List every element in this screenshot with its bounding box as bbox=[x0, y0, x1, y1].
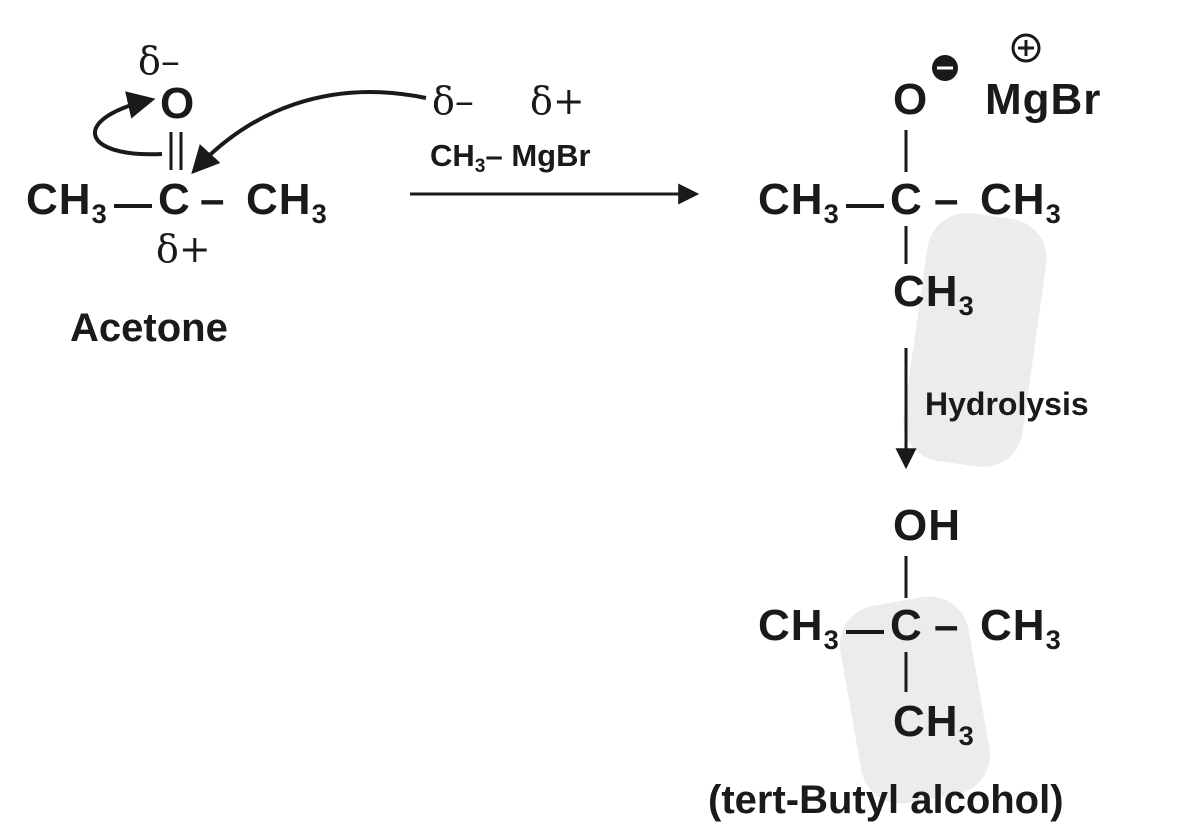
product-right-methyl: CH3 bbox=[980, 601, 1062, 655]
positive-charge-icon bbox=[1011, 33, 1041, 63]
acetone-oxygen-delta-minus: δ– bbox=[138, 39, 180, 83]
acetone-right-methyl: CH3 bbox=[246, 175, 328, 229]
acetone-name: Acetone bbox=[70, 306, 228, 350]
product-hydroxyl: OH bbox=[893, 501, 961, 550]
hydrolysis-label: Hydrolysis bbox=[925, 386, 1089, 422]
product-central-carbon: C bbox=[890, 601, 923, 650]
pi-bond-curved-arrow bbox=[93, 91, 163, 157]
acetone-carbonyl-carbon: C bbox=[158, 175, 191, 224]
nucleophilic-attack-arrow bbox=[191, 90, 427, 175]
intermediate-central-carbon: C bbox=[890, 175, 923, 224]
product-name: (tert-Butyl alcohol) bbox=[708, 778, 1064, 822]
product-bottom-methyl: CH3 bbox=[893, 697, 975, 751]
acetone-oxygen: O bbox=[160, 79, 196, 128]
reagent-delta-minus: δ– bbox=[432, 79, 474, 123]
acetone-left-methyl: CH3 bbox=[26, 175, 108, 229]
intermediate-bottom-methyl: CH3 bbox=[893, 267, 975, 321]
intermediate-oxygen: O bbox=[893, 75, 929, 124]
intermediate-right-dash: – bbox=[934, 175, 960, 224]
acetone-right-dash: – bbox=[200, 175, 226, 224]
intermediate-right-methyl: CH3 bbox=[980, 175, 1062, 229]
reagent-formula: CH3– MgBr bbox=[430, 138, 591, 178]
reagent-delta-plus: δ+ bbox=[530, 79, 585, 123]
intermediate-left-methyl: CH3 bbox=[758, 175, 840, 229]
product-left-methyl: CH3 bbox=[758, 601, 840, 655]
acetone-carbon-delta-plus: δ+ bbox=[156, 227, 211, 271]
intermediate-counter-ion: MgBr bbox=[985, 75, 1102, 124]
product-right-dash: – bbox=[934, 601, 960, 650]
